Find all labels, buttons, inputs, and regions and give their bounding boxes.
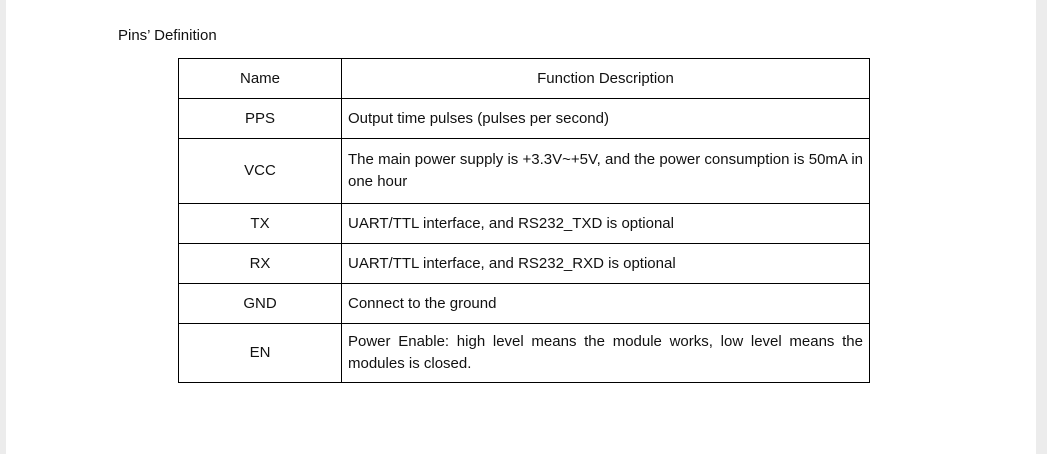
pin-description: UART/TTL interface, and RS232_TXD is opt… [341, 203, 870, 244]
pin-description: Power Enable: high level means the modul… [341, 323, 870, 383]
pin-name: RX [178, 243, 342, 284]
pin-description: Output time pulses (pulses per second) [341, 98, 870, 139]
pin-description: Connect to the ground [341, 283, 870, 324]
table-row: GND Connect to the ground [178, 283, 870, 324]
table-row: EN Power Enable: high level means the mo… [178, 323, 870, 383]
pin-name: TX [178, 203, 342, 244]
column-header-function: Function Description [341, 58, 870, 99]
table-row: VCC The main power supply is +3.3V~+5V, … [178, 138, 870, 204]
pins-table: Name Function Description PPS Output tim… [178, 58, 870, 383]
table-row: TX UART/TTL interface, and RS232_TXD is … [178, 203, 870, 244]
pin-name: EN [178, 323, 342, 383]
table-row: RX UART/TTL interface, and RS232_RXD is … [178, 243, 870, 284]
pin-name: GND [178, 283, 342, 324]
pin-description: UART/TTL interface, and RS232_RXD is opt… [341, 243, 870, 284]
pin-description: The main power supply is +3.3V~+5V, and … [341, 138, 870, 204]
column-header-name: Name [178, 58, 342, 99]
document-page: Pins’ Definition Name Function Descripti… [6, 0, 1036, 454]
table-header-row: Name Function Description [178, 58, 870, 99]
pin-name: PPS [178, 98, 342, 139]
table-row: PPS Output time pulses (pulses per secon… [178, 98, 870, 139]
pin-name: VCC [178, 138, 342, 204]
section-heading: Pins’ Definition [118, 27, 217, 44]
